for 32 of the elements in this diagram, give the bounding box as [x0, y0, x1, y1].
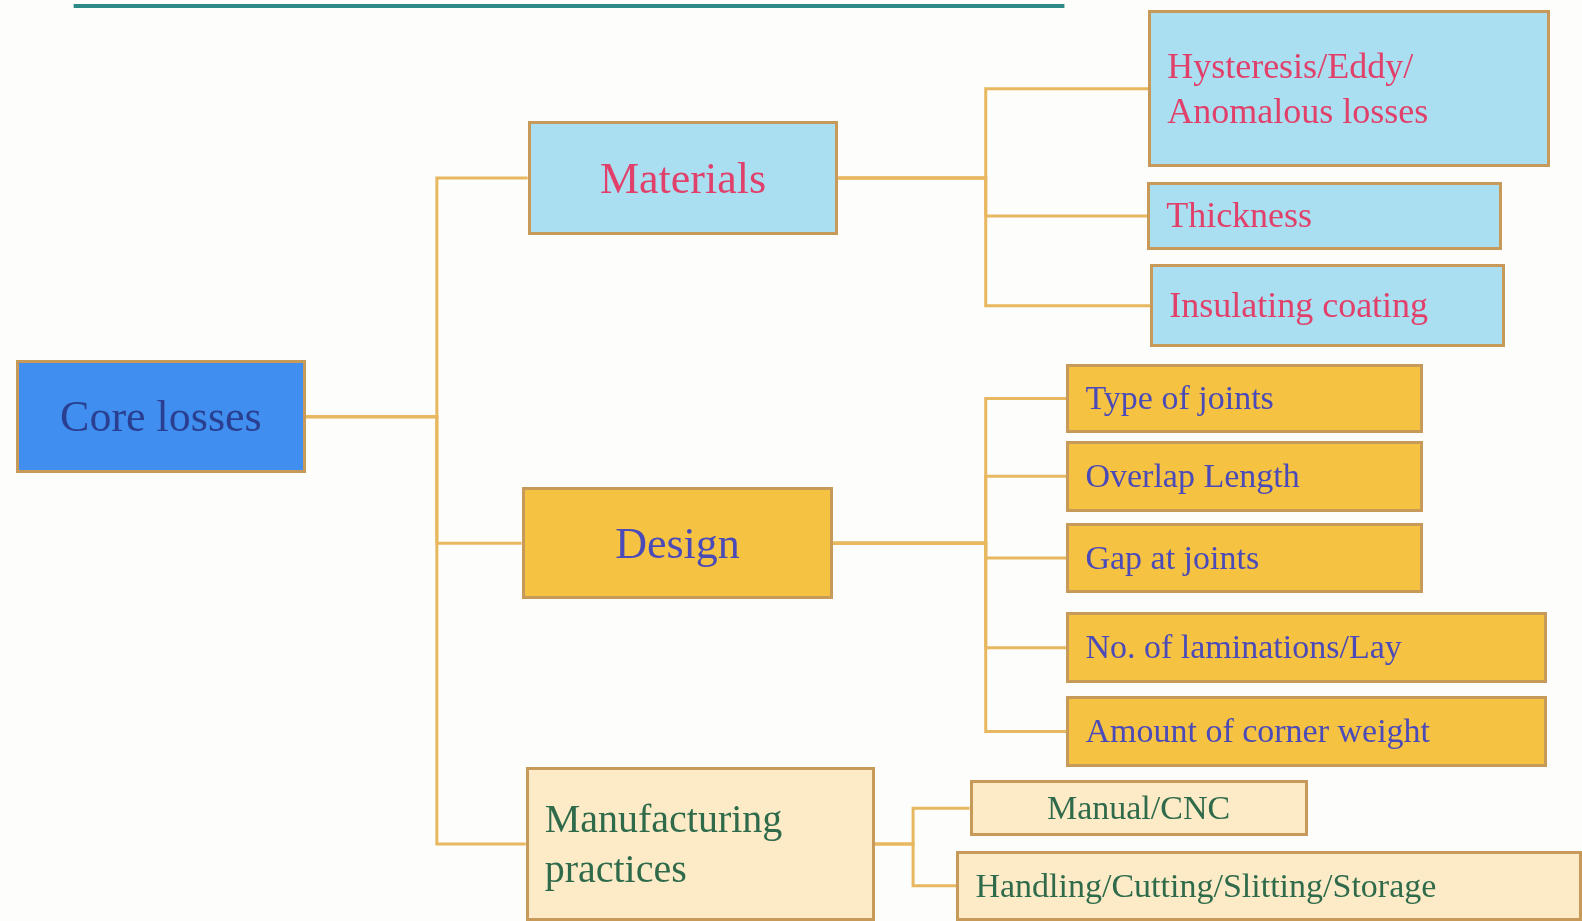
category-box	[525, 766, 875, 921]
box-label: Handling/Cutting/Slitting/Storage	[975, 865, 1437, 906]
category-box	[969, 779, 1308, 837]
box-label: Hysteresis/Eddy/ Anomalous losses	[1167, 44, 1430, 133]
connector-line	[305, 415, 526, 846]
connector-line	[874, 842, 957, 888]
connector-line	[838, 176, 1151, 308]
box-label: Amount of corner weight	[1085, 711, 1431, 752]
category-box	[1066, 696, 1547, 767]
category-box	[527, 121, 839, 236]
category-box	[1148, 10, 1550, 168]
category-box	[521, 487, 834, 600]
box-label: Overlap Length	[1085, 455, 1300, 496]
category-box	[1066, 364, 1423, 433]
category-box	[1066, 612, 1547, 684]
box-label: Type of joints	[1085, 378, 1274, 419]
box-label: Core losses	[60, 391, 262, 444]
category-box	[1066, 522, 1423, 594]
box-label: No. of laminations/Lay	[1085, 627, 1402, 668]
category-box	[1147, 181, 1503, 251]
category-box	[16, 360, 306, 474]
box-label: Materials	[599, 152, 767, 205]
box-label: Design	[615, 517, 740, 570]
box-label: Gap at joints	[1085, 537, 1260, 578]
box-label: Thickness	[1166, 194, 1313, 238]
category-box	[956, 850, 1582, 921]
connector-line	[833, 541, 1067, 733]
box-label: Manufacturing practices	[544, 794, 784, 893]
category-box	[1066, 440, 1423, 512]
category-box	[1150, 264, 1506, 348]
box-label: Manual/CNC	[1046, 787, 1231, 828]
box-label: Insulating coating	[1169, 284, 1429, 328]
